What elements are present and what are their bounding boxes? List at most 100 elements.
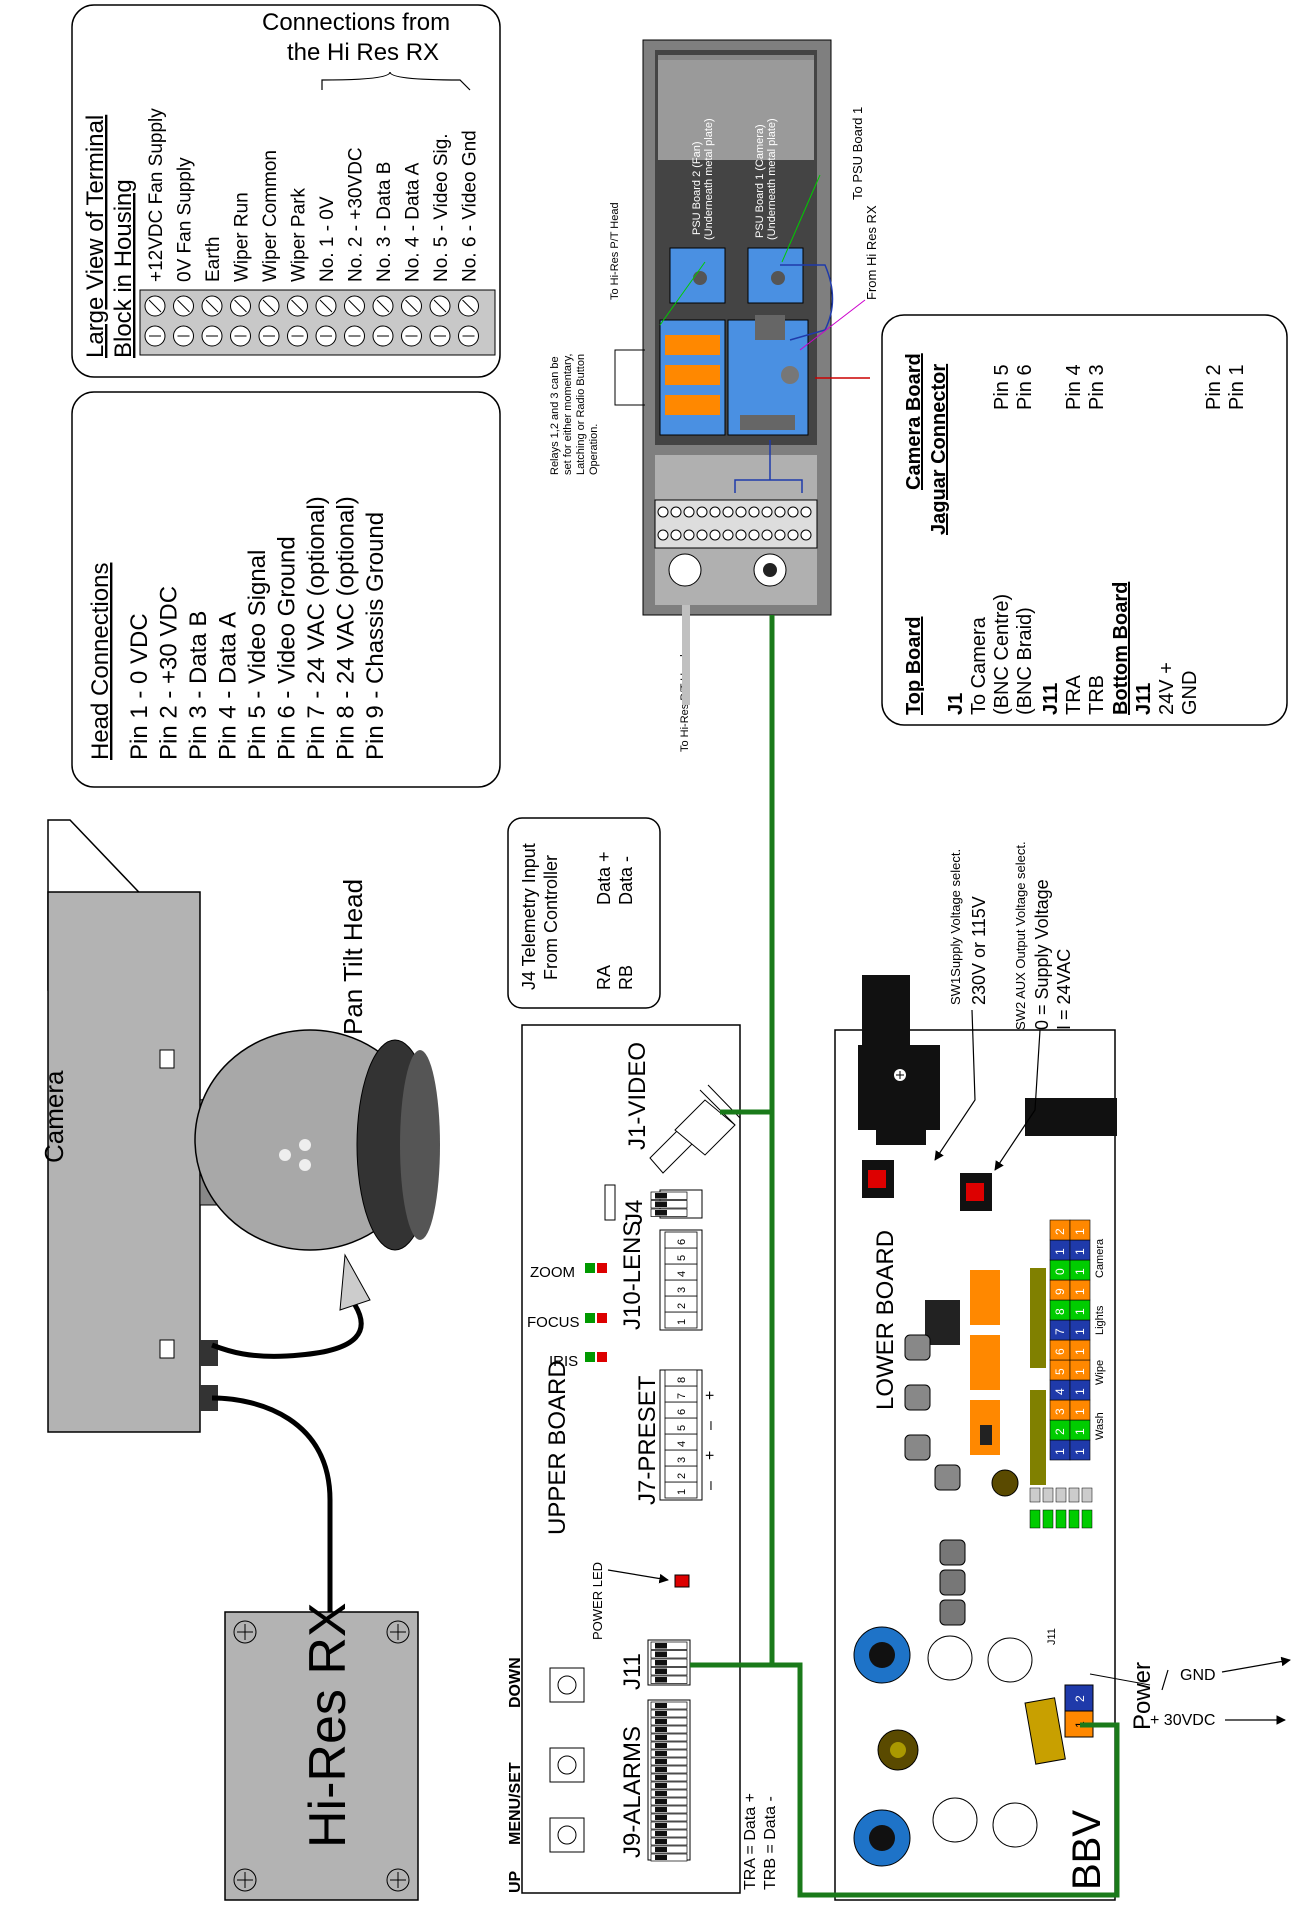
terminal-group-camera: Camera	[1094, 1238, 1106, 1278]
preset-sign-1: –	[702, 1481, 719, 1490]
pan-tilt-head-label: Pan Tilt Head	[338, 879, 368, 1035]
lower-terminal-b-3: 1	[1073, 1408, 1087, 1415]
preset-pin-5: 5	[676, 1425, 688, 1431]
lower-terminal-5: 5	[1053, 1368, 1067, 1375]
to-psu-board-1-label: To PSU Board 1	[850, 107, 865, 200]
trb-note: TRB = Data -	[762, 1796, 779, 1890]
lower-terminal-9: 9	[1053, 1288, 1067, 1295]
head-pin-2: Pin 2 - +30 VDC	[156, 586, 183, 760]
zoom-label: ZOOM	[530, 1264, 575, 1281]
terminal-label-10: No. 4 - Data A	[403, 162, 424, 282]
lower-terminal-b-2: 1	[1073, 1428, 1087, 1435]
preset-pin-8: 8	[676, 1377, 688, 1383]
camera-board-bnc-centre: (BNC Centre)	[991, 594, 1013, 715]
j4-rb: RB	[616, 965, 636, 990]
psu-board-2-label: PSU Board 2 (Fan)	[691, 141, 703, 235]
terminal-label-1: +12VDC Fan Supply	[146, 108, 167, 282]
terminal-group-wash: Wash	[1094, 1412, 1106, 1440]
camera-board-pin3: Pin 3	[1086, 364, 1108, 410]
terminal-group-lights: Lights	[1094, 1305, 1106, 1335]
camera-board-pin2: Pin 2	[1203, 364, 1225, 410]
lower-terminal-3: 3	[1053, 1408, 1067, 1415]
lower-terminal-b-10: 1	[1073, 1268, 1087, 1275]
j11-upper-label: J11	[619, 1653, 646, 1690]
camera-board-pin4: Pin 4	[1063, 364, 1085, 410]
camera-board-title-1: Camera Board	[903, 353, 925, 490]
connections-from-label-1: Connections from	[262, 9, 450, 36]
terminal-label-4: Wiper Run	[232, 192, 253, 282]
terminal-label-8: No. 2 - +30VDC	[346, 147, 367, 282]
camera-board-bottom-board: Bottom Board	[1110, 582, 1132, 715]
lower-terminal-12: 2	[1053, 1228, 1067, 1235]
lower-terminal-1: 1	[1053, 1448, 1067, 1455]
preset-pin-1: 1	[676, 1489, 688, 1495]
data-wire	[690, 1662, 1120, 1898]
top-board-label: Top Board	[903, 616, 925, 715]
power-led-label: POWER LED	[590, 1562, 605, 1640]
upper-board: UPPER BOARD UP MENU/SET DOWN J9-ALARMS J…	[507, 1024, 779, 1894]
hi-res-rx: Hi-Res RX	[224, 1602, 419, 1901]
terminal-label-6: Wiper Park	[289, 188, 310, 282]
sw1-label-2: 230V or 115V	[969, 896, 989, 1005]
lower-terminal-11: 1	[1053, 1248, 1067, 1255]
j4-title-2: From Controller	[541, 855, 561, 980]
sw2-label-2: 0 = Supply Voltage	[1032, 879, 1052, 1030]
video-wire	[720, 615, 775, 1665]
camera-board-pin6: Pin 6	[1014, 364, 1036, 410]
camera-board-tra: TRA	[1063, 674, 1085, 715]
relays-note-line-4: Operation.	[588, 424, 600, 475]
head-pin-4: Pin 4 - Data A	[215, 612, 242, 760]
housing: PSU Board 2 (Fan) (Underneath metal plat…	[549, 39, 879, 752]
lower-terminal-2: 2	[1053, 1428, 1067, 1435]
connections-from-label-2: the Hi Res RX	[287, 39, 439, 66]
pan-tilt-head: Pan Tilt Head	[194, 879, 440, 1311]
j4-ra: RA	[594, 965, 614, 990]
head-pin-5: Pin 5 - Video Signal	[244, 550, 271, 760]
lower-terminal-10: 0	[1053, 1268, 1067, 1275]
lower-terminal-b-1: 1	[1073, 1448, 1087, 1455]
lens-pin-2: 2	[676, 1303, 688, 1309]
lens-pin-1: 1	[676, 1319, 688, 1325]
camera-board-pin5: Pin 5	[991, 364, 1013, 410]
terminal-view-title-1: Large View of Terminal	[82, 115, 109, 358]
terminal-label-9: No. 3 - Data B	[374, 162, 395, 282]
lower-terminal-b-7: 1	[1073, 1328, 1087, 1335]
head-pin-9: Pin 9 - Chassis Ground	[362, 512, 389, 760]
lens-pin-5: 5	[676, 1255, 688, 1261]
rx-cable	[211, 1395, 333, 1615]
camera-board-to-camera: To Camera	[968, 616, 990, 715]
head-pin-8: Pin 8 - 24 VAC (optional)	[333, 496, 360, 760]
camera-board-pin1: Pin 1	[1226, 364, 1248, 410]
psu-board-2-sub: (Underneath metal plate)	[703, 118, 715, 240]
lower-board: SW1Supply Voltage select. 230V or 115V S…	[834, 841, 1290, 1901]
sw2-label-3: I = 24VAC	[1054, 949, 1074, 1030]
sw1-label-1: SW1Supply Voltage select.	[948, 849, 963, 1005]
menu-set-button-label: MENU/SET	[507, 1762, 524, 1845]
preset-sign-2: +	[702, 1451, 719, 1460]
j1-video-label: J1-VIDEO	[624, 1042, 651, 1150]
terminal-label-5: Wiper Common	[260, 150, 281, 282]
down-button-label: DOWN	[507, 1657, 524, 1708]
camera-label: Camera	[39, 1070, 69, 1163]
relays-note-line-1: Relays 1,2 and 3 can be	[549, 356, 561, 475]
head-pin-7: Pin 7 - 24 VAC (optional)	[303, 496, 330, 760]
j7-preset-label: J7-PRESET	[634, 1375, 661, 1505]
camera-board-title-2: Jaguar Connector	[928, 364, 950, 535]
hi-res-rx-label: Hi-Res RX	[299, 1602, 357, 1848]
lens-pin-4: 4	[676, 1271, 688, 1277]
terminal-label-11: No. 5 - Video Sig.	[431, 133, 452, 282]
lens-pin-6: 6	[676, 1239, 688, 1245]
lower-j11-pin-2: 2	[1073, 1695, 1087, 1702]
psu-board-1-sub: (Underneath metal plate)	[766, 118, 778, 240]
j9-alarms-label: J9-ALARMS	[619, 1726, 646, 1858]
connections-brace	[321, 71, 471, 91]
v30-label: + 30VDC	[1150, 1712, 1215, 1729]
lower-terminal-b-12: 1	[1073, 1228, 1087, 1235]
preset-pin-4: 4	[676, 1441, 688, 1447]
preset-pin-3: 3	[676, 1457, 688, 1463]
lower-terminal-6: 6	[1053, 1348, 1067, 1355]
tra-note: TRA = Data +	[742, 1793, 759, 1890]
iris-label: IRIS	[549, 1353, 578, 1370]
focus-label: FOCUS	[527, 1314, 580, 1331]
